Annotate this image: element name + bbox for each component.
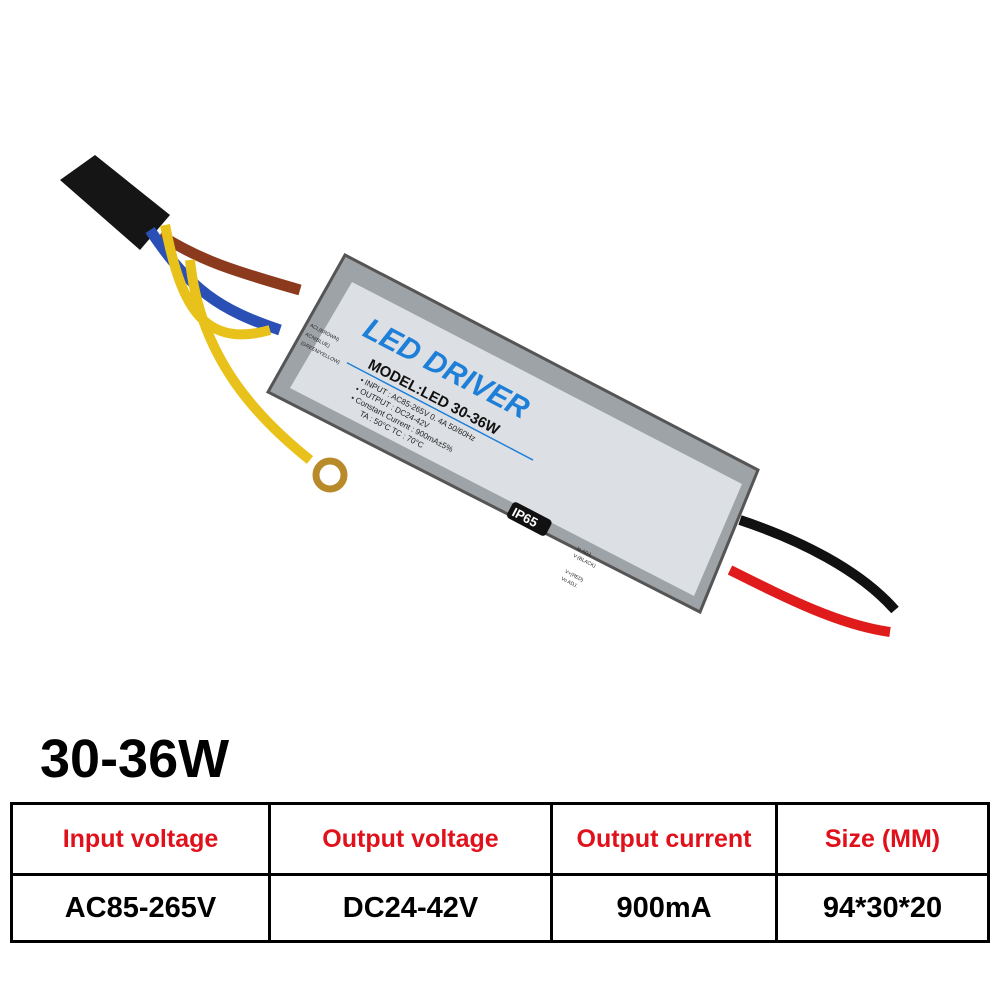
value-output-current: 900mA bbox=[550, 873, 778, 943]
red-wire bbox=[727, 565, 891, 637]
led-driver-photo: LED DRIVER MODEL:LED 30-36W • INPUT : AC… bbox=[60, 155, 899, 637]
value-input-voltage: AC85-265V bbox=[10, 873, 271, 943]
ring-terminal bbox=[312, 457, 348, 493]
value-output-voltage: DC24-42V bbox=[268, 873, 553, 943]
header-output-current: Output current bbox=[550, 802, 778, 876]
value-size: 94*30*20 bbox=[775, 873, 990, 943]
wattage-title: 30-36W bbox=[40, 729, 230, 789]
spec-value-row: AC85-265V DC24-42V 900mA 94*30*20 bbox=[10, 873, 990, 943]
header-input-voltage: Input voltage bbox=[10, 802, 271, 876]
black-wire bbox=[738, 515, 899, 614]
header-output-voltage: Output voltage bbox=[268, 802, 553, 876]
housing-face bbox=[290, 282, 742, 596]
header-size: Size (MM) bbox=[775, 802, 990, 876]
blue-wire bbox=[145, 226, 282, 336]
yellow-wire bbox=[160, 224, 314, 464]
spec-header-row: Input voltage Output voltage Output curr… bbox=[10, 802, 990, 876]
spec-table: Input voltage Output voltage Output curr… bbox=[10, 802, 990, 943]
input-cable-sheath bbox=[60, 155, 170, 250]
